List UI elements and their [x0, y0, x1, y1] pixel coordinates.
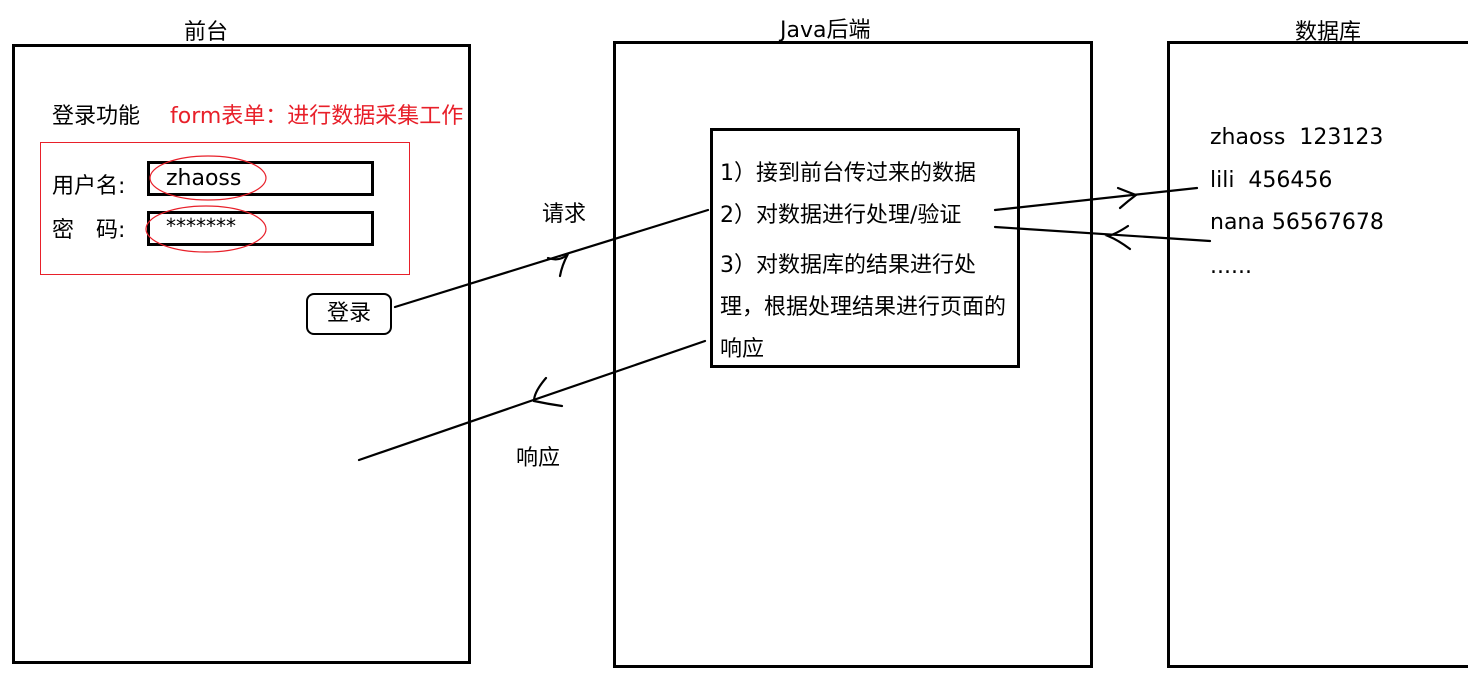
feature-label: 登录功能	[52, 104, 141, 129]
request-label: 请求	[542, 202, 587, 227]
db-record-3: nana 56567678	[1210, 210, 1384, 235]
frontend-panel	[12, 44, 471, 664]
db-record-1: zhaoss 123123	[1210, 125, 1384, 150]
login-form	[40, 142, 410, 275]
step-3-line-2: 理，根据处理结果进行页面的	[720, 295, 1007, 320]
response-label: 响应	[516, 446, 561, 471]
processing-steps-box	[710, 128, 1020, 368]
frontend-title: 前台	[184, 20, 229, 45]
step-1: 1）接到前台传过来的数据	[720, 161, 976, 186]
database-title: 数据库	[1295, 20, 1362, 45]
db-record-2: lili 456456	[1210, 168, 1333, 193]
login-button[interactable]: 登录	[306, 293, 392, 335]
form-note: form表单：进行数据采集工作	[170, 104, 464, 129]
password-label: 密 码:	[52, 218, 126, 243]
database-panel	[1167, 41, 1468, 668]
password-value: *******	[166, 214, 236, 238]
step-2: 2）对数据进行处理/验证	[720, 203, 962, 228]
step-3-line-1: 3）对数据库的结果进行处	[720, 253, 976, 278]
username-label: 用户名:	[52, 174, 126, 199]
db-record-4: ......	[1210, 254, 1252, 279]
username-value: zhaoss	[166, 166, 242, 191]
step-3-line-3: 响应	[720, 337, 765, 362]
backend-title: Java后端	[780, 18, 871, 43]
